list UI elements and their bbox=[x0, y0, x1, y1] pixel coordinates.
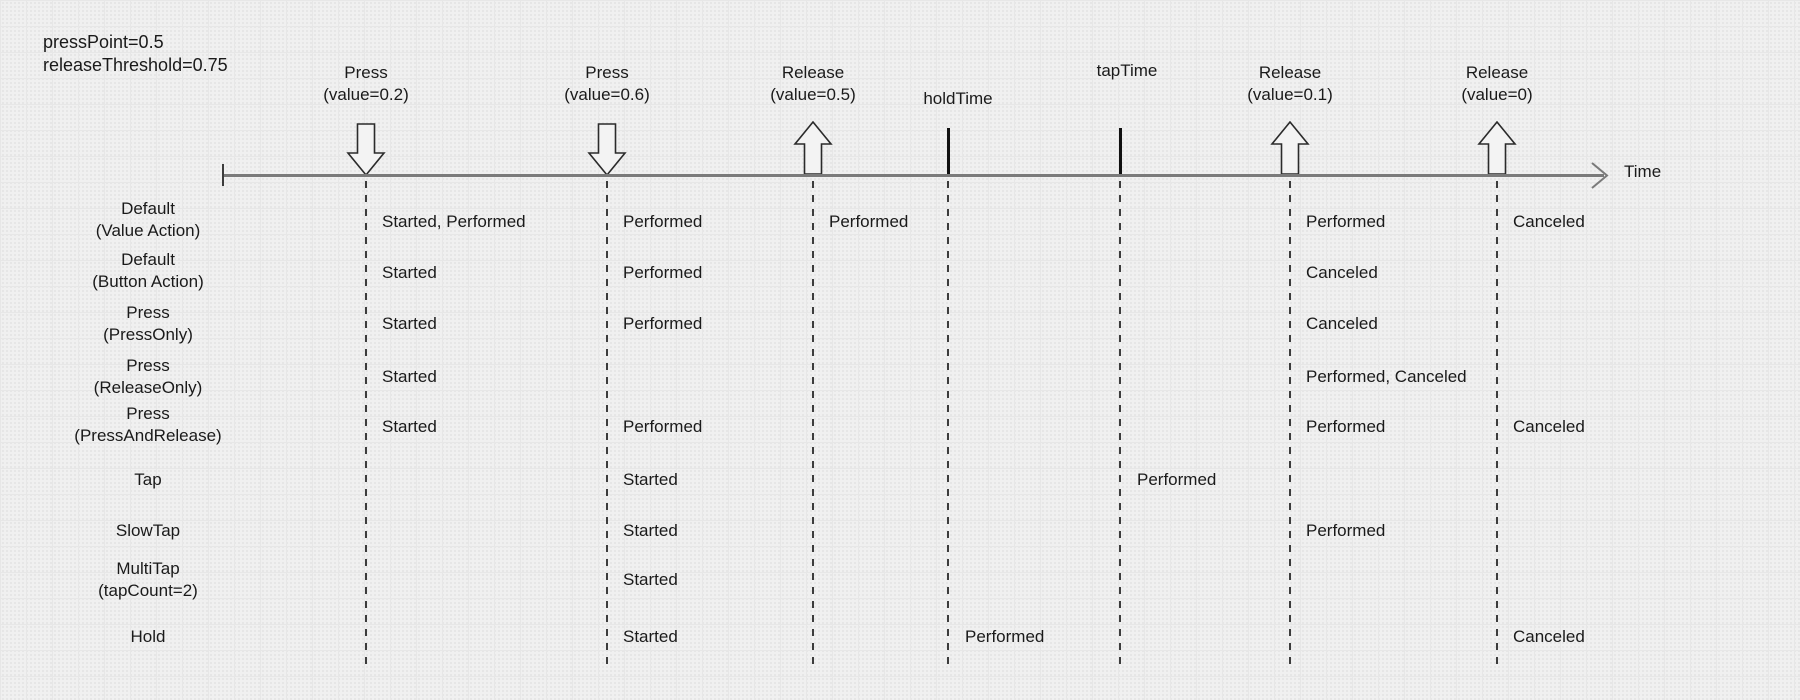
event-label-release-0: Release (value=0) bbox=[1461, 63, 1533, 104]
annotation-releaseonly-release-0.1: Performed, Canceled bbox=[1306, 367, 1467, 386]
row-label-default-value-action: Default (Value Action) bbox=[95, 199, 201, 240]
annotation-pressonly-press-0.6: Performed bbox=[623, 314, 703, 333]
annotation-pressandrelease-release-0: Canceled bbox=[1513, 417, 1585, 436]
release-up-arrow-icon bbox=[1477, 121, 1517, 175]
annotation-hold-holdtime: Performed bbox=[965, 627, 1045, 646]
annotation-valueaction-press-0.6: Performed bbox=[623, 212, 703, 231]
annotation-tap-taptime: Performed bbox=[1137, 470, 1217, 489]
event-label-press-0.6: Press (value=0.6) bbox=[564, 63, 650, 104]
annotation-valueaction-release-0.5: Performed bbox=[829, 212, 909, 231]
annotation-slowtap-press-0.6: Started bbox=[623, 521, 678, 540]
row-label-slowtap: SlowTap bbox=[115, 521, 181, 540]
time-axis-label: Time bbox=[1624, 162, 1662, 181]
row-label-multitap: MultiTap (tapCount=2) bbox=[98, 559, 198, 600]
annotation-valueaction-press-0.2: Started, Performed bbox=[382, 212, 526, 231]
press-point-text: pressPoint=0.5 bbox=[43, 32, 164, 52]
annotation-pressandrelease-release-0.1: Performed bbox=[1306, 417, 1386, 436]
event-label-release-0.1: Release (value=0.1) bbox=[1247, 63, 1333, 104]
annotation-hold-press-0.6: Started bbox=[623, 627, 678, 646]
row-label-default-button-action: Default (Button Action) bbox=[92, 250, 204, 291]
dashed-line-press-0.6 bbox=[606, 181, 608, 667]
release-up-arrow-icon bbox=[793, 121, 833, 175]
row-label-press-releaseonly: Press (ReleaseOnly) bbox=[93, 356, 203, 397]
annotation-valueaction-release-0.1: Performed bbox=[1306, 212, 1386, 231]
annotation-pressandrelease-press-0.6: Performed bbox=[623, 417, 703, 436]
annotation-buttonaction-press-0.2: Started bbox=[382, 263, 437, 282]
row-label-press-pressandrelease: Press (PressAndRelease) bbox=[74, 404, 222, 445]
dashed-line-release-0.1 bbox=[1289, 181, 1291, 667]
taptime-marker bbox=[1119, 128, 1122, 177]
dashed-line-holdtime bbox=[947, 181, 949, 667]
event-label-taptime: tapTime bbox=[1096, 61, 1158, 80]
config-parameters: pressPoint=0.5 releaseThreshold=0.75 bbox=[43, 31, 228, 77]
annotation-buttonaction-press-0.6: Performed bbox=[623, 263, 703, 282]
annotation-hold-release-0: Canceled bbox=[1513, 627, 1585, 646]
annotation-pressonly-press-0.2: Started bbox=[382, 314, 437, 333]
annotation-slowtap-release-0.1: Performed bbox=[1306, 521, 1386, 540]
annotation-releaseonly-press-0.2: Started bbox=[382, 367, 437, 386]
event-label-release-0.5: Release (value=0.5) bbox=[770, 63, 856, 104]
dashed-line-release-0 bbox=[1496, 181, 1498, 667]
annotation-pressandrelease-press-0.2: Started bbox=[382, 417, 437, 436]
event-label-press-0.2: Press (value=0.2) bbox=[323, 63, 409, 104]
row-label-hold: Hold bbox=[130, 627, 166, 646]
press-down-arrow-icon bbox=[346, 123, 386, 176]
annotation-multitap-press-0.6: Started bbox=[623, 570, 678, 589]
event-label-holdtime: holdTime bbox=[923, 89, 993, 108]
annotation-valueaction-release-0: Canceled bbox=[1513, 212, 1585, 231]
row-label-tap: Tap bbox=[134, 470, 162, 489]
release-up-arrow-icon bbox=[1270, 121, 1310, 175]
time-axis-line bbox=[223, 174, 1604, 177]
release-threshold-text: releaseThreshold=0.75 bbox=[43, 55, 228, 75]
dashed-line-release-0.5 bbox=[812, 181, 814, 667]
dashed-line-taptime bbox=[1119, 181, 1121, 667]
annotation-tap-press-0.6: Started bbox=[623, 470, 678, 489]
time-axis-start-tick bbox=[222, 164, 224, 186]
row-label-press-pressonly: Press (PressOnly) bbox=[103, 303, 193, 344]
annotation-buttonaction-release-0.1: Canceled bbox=[1306, 263, 1378, 282]
press-down-arrow-icon bbox=[587, 123, 627, 176]
holdtime-marker bbox=[947, 128, 950, 177]
dashed-line-press-0.2 bbox=[365, 181, 367, 667]
annotation-pressonly-release-0.1: Canceled bbox=[1306, 314, 1378, 333]
time-axis-arrowhead-icon bbox=[1591, 162, 1609, 189]
